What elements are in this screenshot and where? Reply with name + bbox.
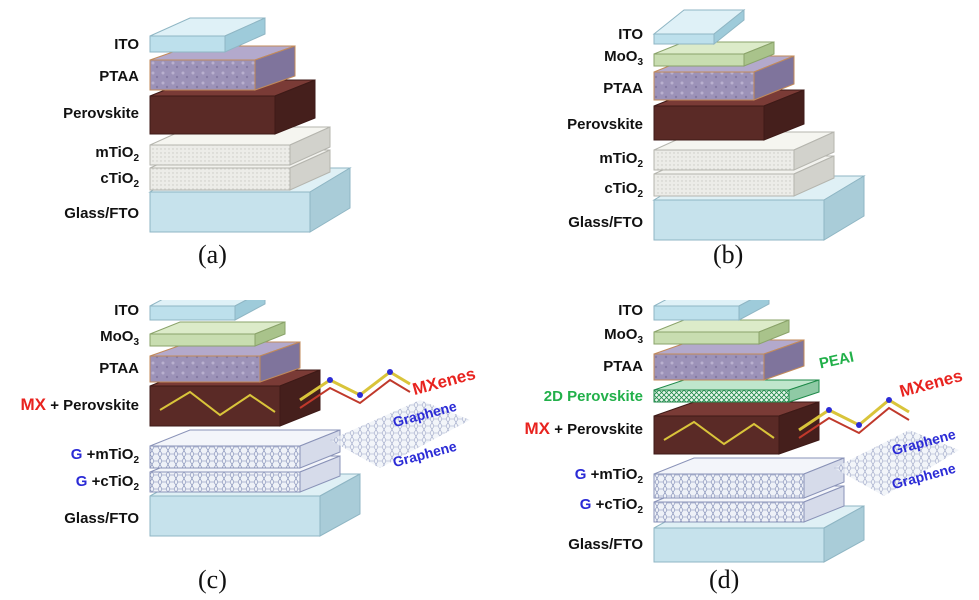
label-ito: ITO: [618, 302, 643, 319]
label-moo3: MoO3: [100, 328, 139, 348]
graphene-mtio2-layer: [653, 457, 845, 499]
label-2d-perovskite: 2D Perovskite: [543, 388, 643, 405]
moo3-layer: [653, 319, 790, 345]
label-mx-perovskite: MX + Perovskite: [20, 395, 139, 415]
moo3-layer: [149, 321, 286, 347]
label-ptaa: PTAA: [603, 358, 643, 375]
caption-b: (b): [713, 240, 744, 269]
caption-d: (d): [709, 565, 740, 594]
panel-c: ITO MoO3 PTAA MX + Perovskite G +mTiO2 G…: [0, 300, 489, 600]
label-perovskite: Perovskite: [567, 116, 643, 133]
graphene-mtio2-layer: [149, 429, 341, 469]
ito-layer: [653, 300, 770, 321]
label-perovskite: Perovskite: [63, 105, 139, 122]
label-mtio2: mTiO2: [95, 144, 139, 164]
label-moo3: MoO3: [604, 48, 643, 68]
ptaa-layer: [149, 45, 296, 91]
label-mx-perovskite: MX + Perovskite: [524, 419, 643, 439]
label-glass-fto: Glass/FTO: [64, 205, 139, 222]
panel-a: ITO PTAA Perovskite mTiO2 cTiO2 Glass/FT…: [0, 0, 489, 300]
label-mtio2: mTiO2: [599, 150, 643, 170]
label-ptaa: PTAA: [99, 360, 139, 377]
panel-b: ITO MoO3 PTAA Perovskite mTiO2 cTiO2 Gla…: [489, 0, 978, 300]
panel-c-stack: [149, 300, 470, 537]
panel-a-stack: [148, 17, 352, 233]
graphene-sheet: [330, 400, 470, 468]
label-ctio2: cTiO2: [100, 170, 139, 190]
ito-layer: [652, 8, 746, 46]
label-g-ctio2: G +cTiO2: [579, 496, 643, 516]
label-ito: ITO: [618, 26, 643, 43]
moo3-layer: [653, 41, 775, 67]
label-ctio2: cTiO2: [604, 180, 643, 200]
mtio2-layer: [149, 126, 331, 166]
panel-d: ITO MoO3 PTAA 2D Perovskite MX + Perovsk…: [489, 300, 978, 600]
2d-perovskite-layer: [653, 379, 820, 403]
label-ptaa: PTAA: [603, 80, 643, 97]
label-moo3: MoO3: [604, 326, 643, 346]
label-glass-fto: Glass/FTO: [64, 510, 139, 527]
ptaa-layer: [653, 339, 805, 381]
ito-layer: [149, 17, 266, 53]
label-g-mtio2: G +mTiO2: [574, 466, 643, 486]
label-ito: ITO: [114, 36, 139, 53]
label-ito: ITO: [114, 302, 139, 319]
label-ptaa: PTAA: [99, 68, 139, 85]
label-g-mtio2: G +mTiO2: [70, 446, 139, 466]
graphene-sheet: [834, 430, 959, 496]
caption-c: (c): [198, 565, 227, 594]
panel-d-stack: [653, 300, 959, 563]
caption-a: (a): [198, 240, 227, 269]
panel-b-stack: [652, 8, 866, 241]
label-glass-fto: Glass/FTO: [568, 536, 643, 553]
ito-layer: [149, 300, 266, 321]
mxene-structure: [299, 369, 411, 409]
mx-perovskite-layer: [653, 401, 820, 455]
label-g-ctio2: G +cTiO2: [75, 473, 139, 493]
label-glass-fto: Glass/FTO: [568, 214, 643, 231]
mxene-structure: [798, 397, 910, 439]
ptaa-layer: [149, 341, 301, 383]
